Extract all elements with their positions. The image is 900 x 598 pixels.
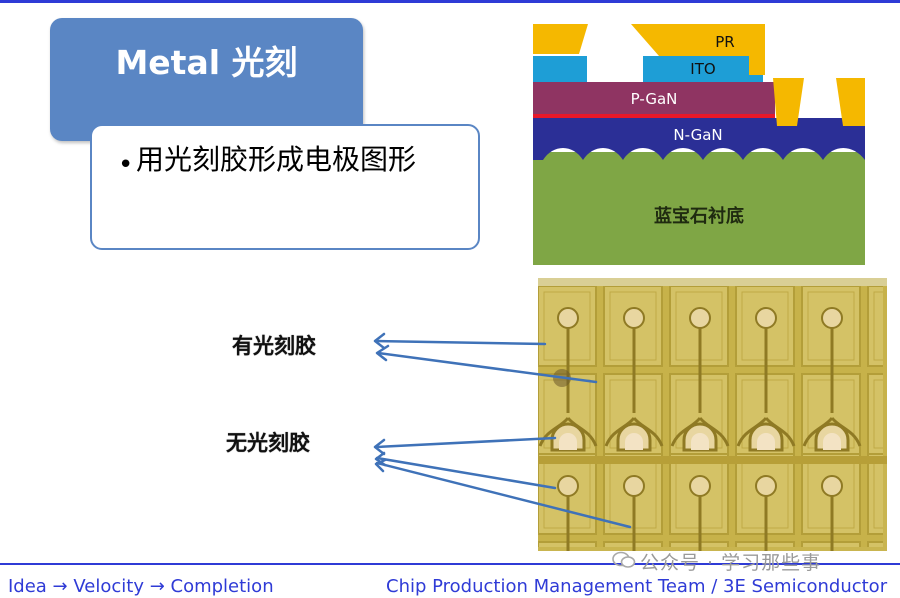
with-pr-label: 有光刻胶 [232, 334, 316, 358]
footer-right-team: Chip Production Management Team / 3E Sem… [386, 576, 888, 597]
wechat-icon [612, 551, 636, 568]
arrow-with-pr-2 [376, 351, 598, 384]
arrowhead-3 [373, 438, 386, 456]
p-gan-label: P-GaN [631, 90, 678, 108]
ito-layer-right [643, 56, 763, 82]
wafer-micrograph [538, 278, 887, 551]
bullet-text: 用光刻胶形成电极图形 [136, 143, 417, 176]
pr-label: PR [715, 33, 734, 51]
arrow-with-pr-1 [374, 339, 547, 346]
bottom-rule [0, 563, 900, 565]
n-gan-label: N-GaN [673, 126, 722, 144]
ito-layer-left [533, 56, 587, 82]
bullet-symbol: • [118, 150, 134, 180]
p-gan-layer [533, 82, 775, 114]
arrowhead-1 [373, 332, 386, 350]
arrow-without-pr-2 [375, 456, 557, 490]
arrow-without-pr-1 [374, 436, 557, 449]
slide-title: Metal 光刻 [115, 43, 298, 82]
pr-block-left [533, 24, 588, 54]
top-rule [0, 0, 900, 3]
bullet-box [90, 124, 480, 250]
lower-row-electrodes [557, 475, 843, 551]
pr-block-center [631, 24, 765, 75]
n-gan-layer [533, 118, 865, 160]
junction-line [533, 114, 775, 118]
pr-block-right [836, 78, 865, 126]
substrate-layer [533, 152, 865, 265]
watermark-text: 公众号 · 学习那些事 [640, 552, 822, 574]
substrate-label: 蓝宝石衬底 [654, 205, 744, 227]
arrow-without-pr-3 [375, 461, 632, 529]
title-box [50, 18, 363, 141]
arrowhead-4 [374, 451, 387, 467]
upper-row-electrodes [538, 307, 862, 447]
n-contact-pads [550, 422, 850, 452]
led-cross-section-diagram: PR ITO P-GaN N-GaN 蓝宝石衬底 [533, 24, 865, 265]
arrowhead-5 [374, 458, 387, 473]
ito-label: ITO [690, 60, 715, 78]
without-pr-label: 无光刻胶 [226, 431, 310, 455]
footer-left-slogan: Idea → Velocity → Completion [8, 576, 274, 597]
pr-block-mesa [773, 78, 804, 126]
arrowhead-2 [375, 344, 390, 362]
